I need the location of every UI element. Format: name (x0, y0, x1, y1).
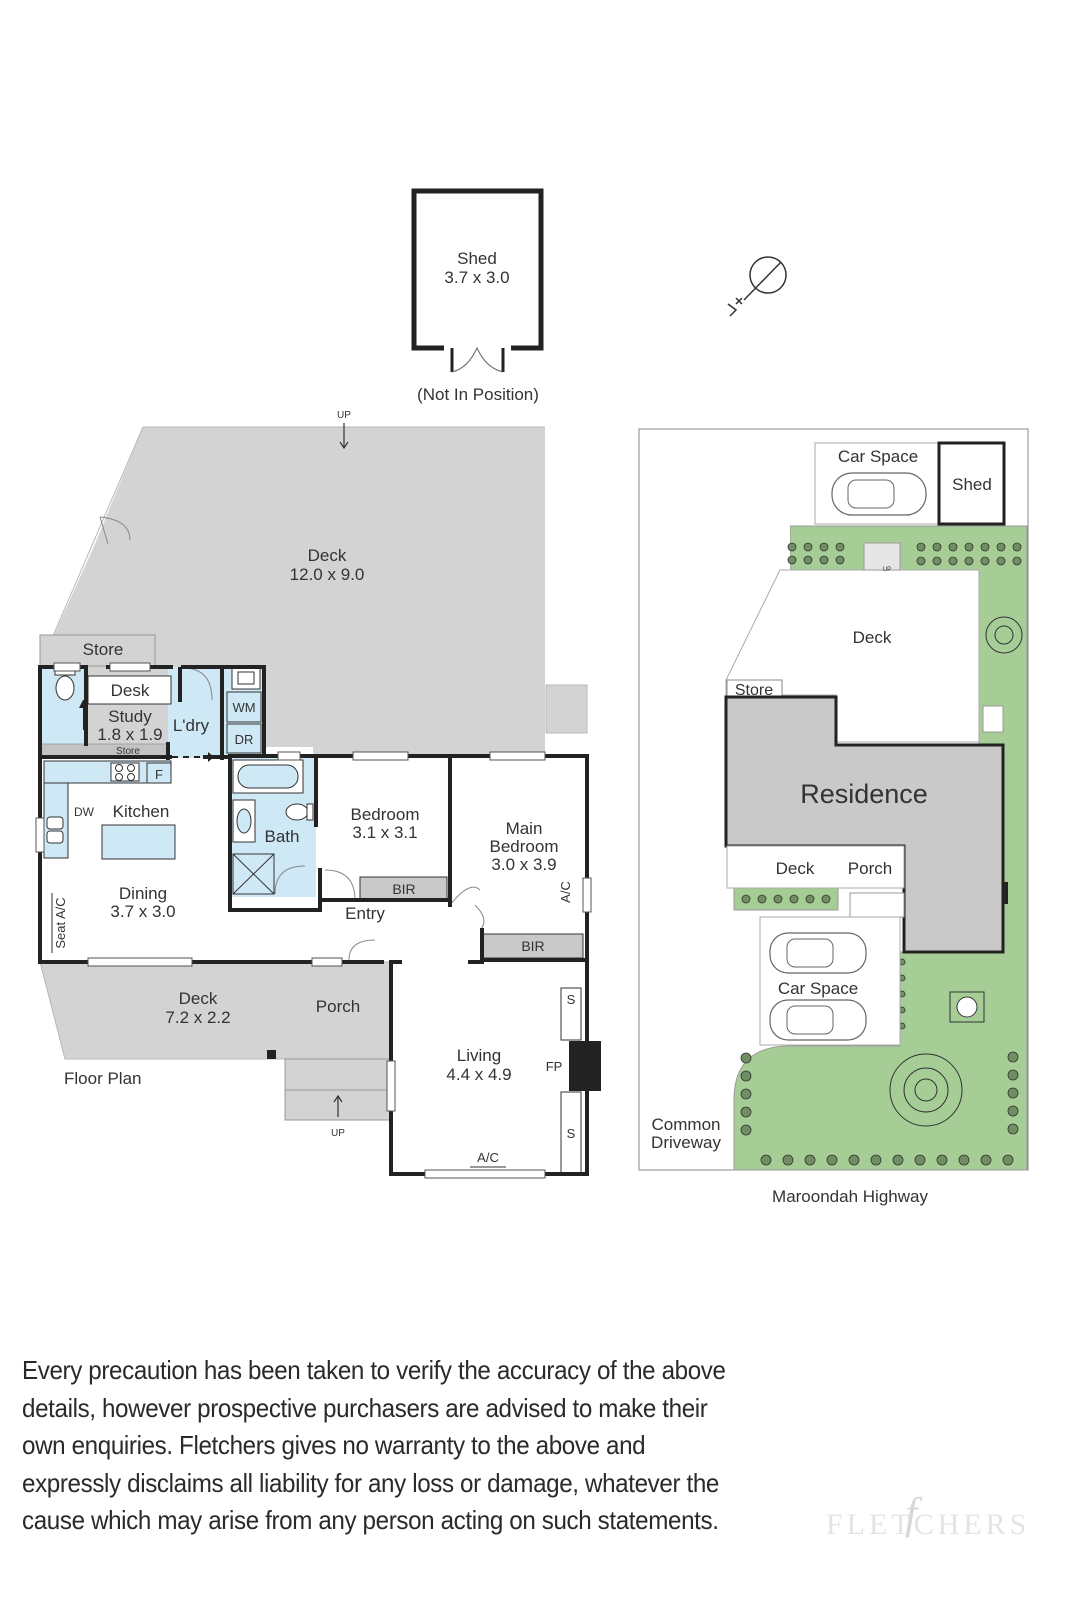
disclaimer-text: Every precaution has been taken to verif… (22, 1355, 726, 1535)
store-strip (40, 743, 169, 757)
watermark-logo-mark: f (905, 1489, 918, 1538)
watermark-logo: FLETCHERS (826, 1508, 1031, 1541)
site-shed-label: Shed (952, 475, 992, 494)
main-bedroom-bir (481, 933, 584, 959)
site-deck-rear-step (863, 542, 901, 571)
dr-box (226, 723, 262, 754)
study-dims: 1.8 x 1.9 (97, 725, 162, 744)
main-bedroom-bir-label: BIR (521, 938, 544, 954)
main-bedroom-label-1: Main (506, 819, 543, 838)
cooktop-icon (110, 762, 140, 782)
site-car-space-top-label: Car Space (838, 447, 918, 466)
site-porch-label: Porch (848, 859, 892, 878)
deck-up-arrow-icon (339, 423, 349, 450)
site-residence-label: Residence (800, 779, 928, 809)
porch-up-arrow-icon (333, 1094, 343, 1117)
shrubs (740, 542, 1022, 1166)
site-garden-left-edge (734, 520, 790, 610)
site-front-deck (726, 845, 905, 889)
shed-note: (Not In Position) (417, 385, 539, 404)
study-label: Study (108, 707, 152, 726)
north-compass-icon (727, 256, 787, 317)
tree-icon (949, 991, 985, 1023)
main-bedroom-label-2: Bedroom (490, 837, 559, 856)
vanity-icon (232, 799, 256, 843)
porch-post (267, 1050, 276, 1059)
car-icon (769, 932, 867, 974)
windows (35, 662, 592, 1179)
common-driveway-label-2: Driveway (651, 1133, 721, 1152)
porch-up-label: UP (331, 1128, 345, 1139)
tree-icon (985, 616, 1023, 654)
living-label: Living (457, 1046, 501, 1065)
dining-label: Dining (119, 884, 167, 903)
rear-deck-label: Deck (179, 989, 218, 1008)
dining-dims: 3.7 x 3.0 (110, 902, 175, 921)
bath-label: Bath (265, 827, 300, 846)
fridge-box (146, 762, 172, 784)
shed-dims: 3.7 x 3.0 (444, 268, 509, 287)
kitchen-label: Kitchen (113, 802, 170, 821)
site-car-space-front-label: Car Space (778, 979, 858, 998)
site-store-label: Store (735, 682, 773, 699)
fridge-label: F (155, 767, 163, 782)
main-bedroom-dims: 3.0 x 3.9 (491, 855, 556, 874)
desk-label: Desk (111, 681, 150, 700)
kitchen-island (101, 824, 176, 860)
store-strip-label: Store (116, 746, 140, 757)
bedroom-dims: 3.1 x 3.1 (352, 823, 417, 842)
road-label: Maroondah Highway (772, 1187, 928, 1206)
living-ac-label: A/C (477, 1150, 499, 1165)
main-deck-area (40, 427, 545, 756)
deck-up-label: UP (337, 410, 351, 421)
deck-dims: 12.0 x 9.0 (290, 565, 365, 584)
seat-ac-label: Seat A/C (53, 897, 68, 948)
site-up-label: UP (883, 567, 891, 573)
laundry-label: L'dry (173, 716, 210, 735)
floor-plan-title: Floor Plan (64, 1069, 141, 1088)
site-shed (937, 441, 1006, 526)
living-shelf-top (560, 987, 582, 1041)
bedroom-label: Bedroom (351, 805, 420, 824)
laundry-tub-icon (231, 666, 261, 690)
living-shelf-top-label: S (567, 992, 576, 1007)
passage-markers (79, 700, 214, 762)
site-porch-steps (849, 892, 905, 918)
site-residence-door (1002, 882, 1008, 904)
deck-step (545, 684, 588, 734)
dishwasher-label: DW (74, 805, 95, 819)
wm-label: WM (232, 700, 255, 715)
site-deck-step (982, 705, 1004, 733)
bedroom-bir-label: BIR (392, 881, 415, 897)
site-front-deck-label: Deck (776, 859, 815, 878)
bath-toilet-icon (285, 803, 314, 821)
living-dims: 4.4 x 4.9 (446, 1065, 511, 1084)
main-bedroom-ac-label: A/C (558, 881, 573, 903)
shed-label: Shed (457, 249, 497, 268)
shed-outline (411, 188, 544, 373)
bathtub-icon (232, 759, 304, 794)
car-icon (769, 999, 867, 1041)
store-room (39, 634, 156, 667)
living-shelf-bottom-label: S (567, 1126, 576, 1141)
wm-box (226, 691, 262, 723)
sink-icon (46, 816, 64, 844)
entry-label: Entry (345, 904, 385, 923)
deck-label: Deck (308, 546, 347, 565)
rear-deck-dims: 7.2 x 2.2 (165, 1008, 230, 1027)
car-icon (831, 472, 927, 516)
store-label: Store (83, 640, 124, 659)
site-deck-label: Deck (853, 628, 892, 647)
desk-bench (87, 675, 172, 705)
fireplace-label: FP (546, 1059, 563, 1074)
tree-icon (889, 1053, 963, 1127)
toilet-icon (54, 668, 76, 701)
dr-label: DR (235, 732, 254, 747)
shower-icon (232, 853, 275, 895)
porch-label: Porch (316, 997, 360, 1016)
common-driveway-label-1: Common (652, 1115, 721, 1134)
